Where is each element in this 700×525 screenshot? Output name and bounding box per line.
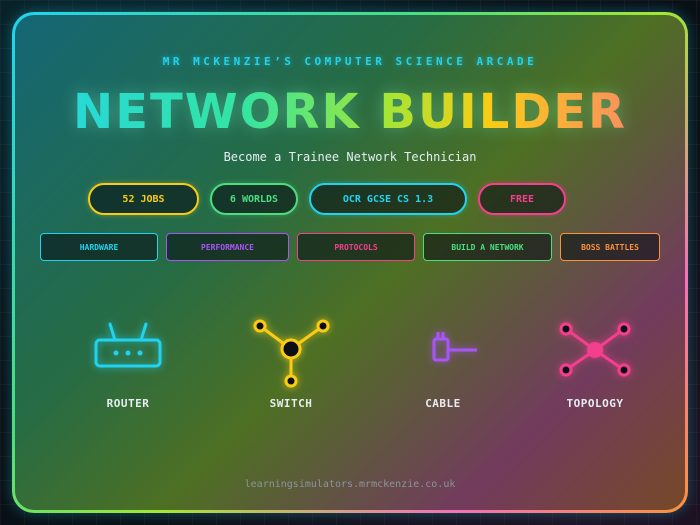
badge-free: FREE [478, 183, 566, 215]
router-icon [83, 312, 173, 392]
neon-frame [12, 12, 688, 513]
topology-label: TOPOLOGY [566, 397, 624, 410]
router-label: ROUTER [106, 397, 150, 410]
switch-icon [246, 312, 336, 392]
game-title: NETWORK BUILDER [0, 82, 700, 142]
badge-curriculum: OCR GCSE CS 1.3 [309, 183, 467, 215]
category-boss-battles[interactable]: BOSS BATTLES [560, 233, 660, 261]
arcade-subtitle: MR MCKENZIE’S COMPUTER SCIENCE ARCADE [162, 55, 538, 68]
category-hardware[interactable]: HARDWARE [40, 233, 158, 261]
category-performance[interactable]: PERFORMANCE [166, 233, 289, 261]
badge-worlds: 6 WORLDS [210, 183, 298, 215]
category-build-a-network[interactable]: BUILD A NETWORK [423, 233, 552, 261]
footer-url: learningsimulators.mrmckenzie.co.uk [244, 479, 456, 490]
badge-jobs: 52 JOBS [88, 183, 199, 215]
cable-icon [410, 312, 500, 392]
switch-label: SWITCH [269, 397, 313, 410]
cable-label: CABLE [425, 397, 461, 410]
topology-icon [550, 312, 640, 392]
category-protocols[interactable]: PROTOCOLS [297, 233, 415, 261]
tagline: Become a Trainee Network Technician [223, 150, 477, 164]
